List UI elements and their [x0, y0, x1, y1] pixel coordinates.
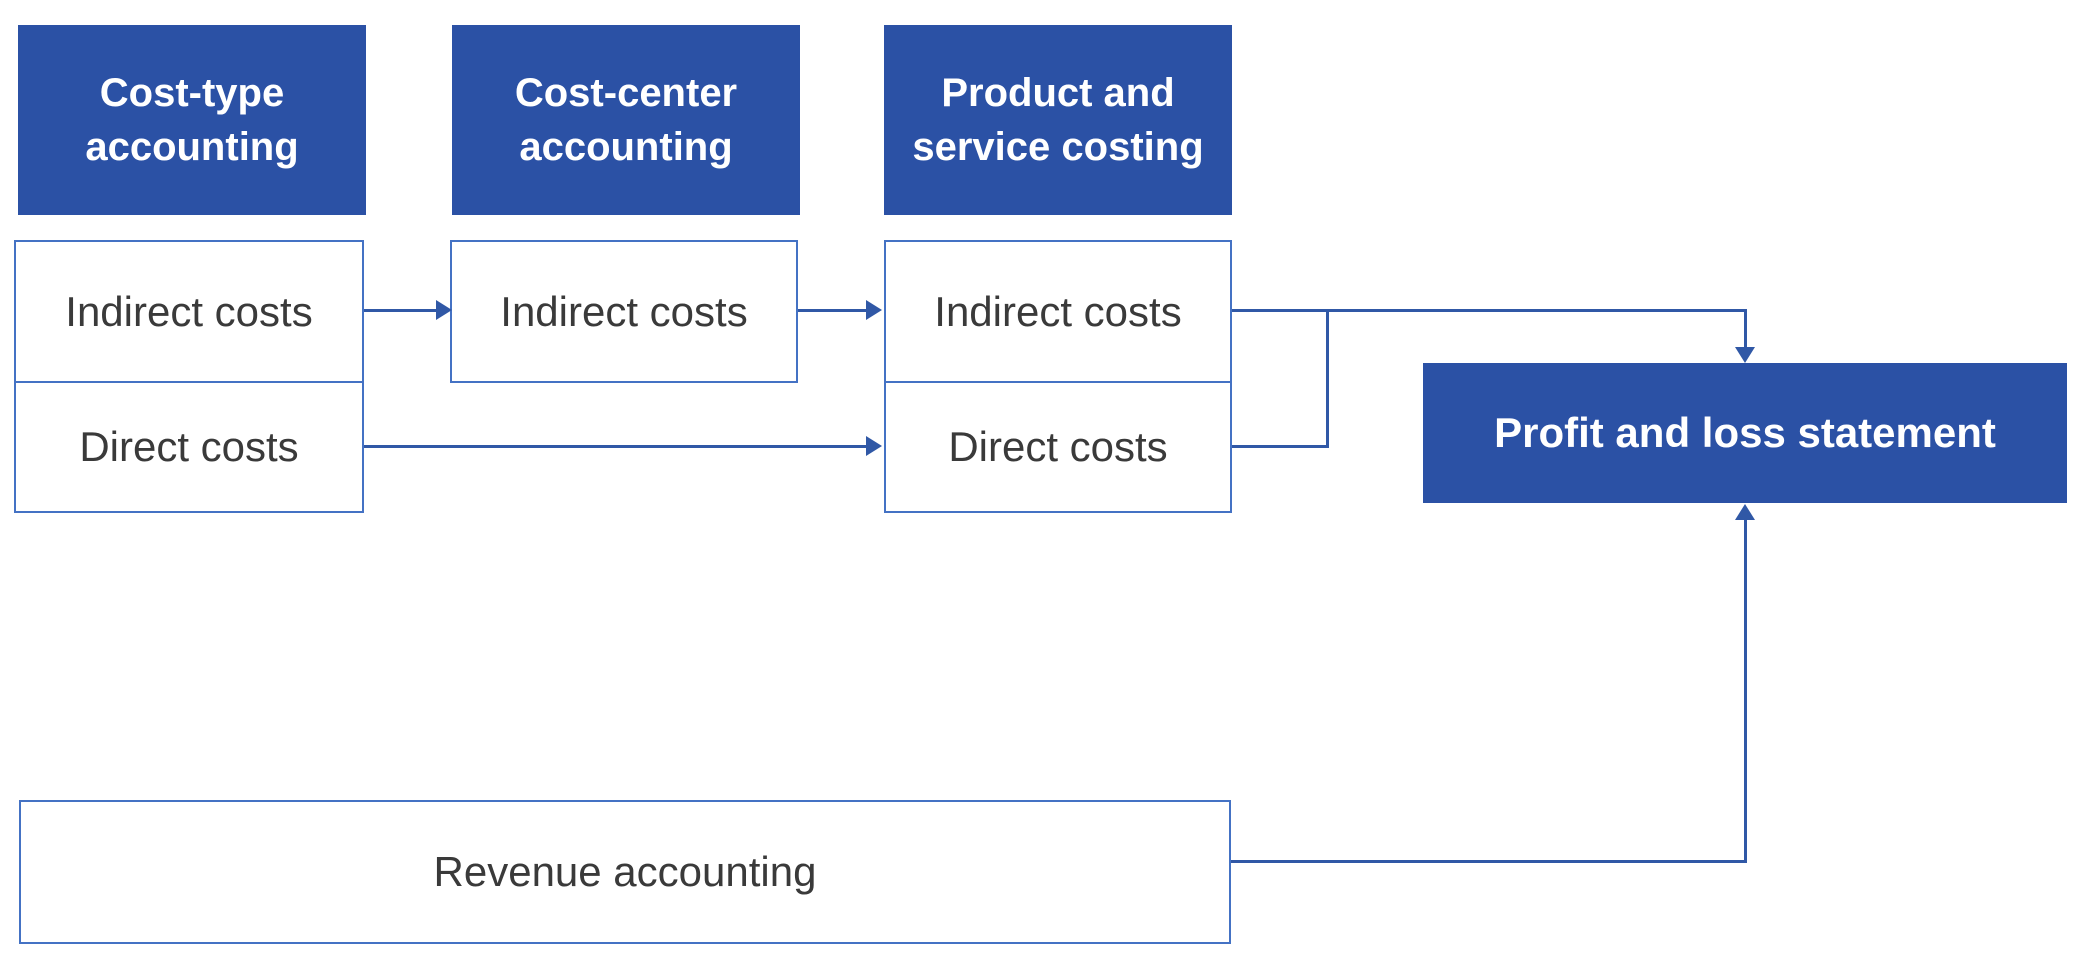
connector-direct-1-to-3 — [364, 445, 868, 448]
arrowhead-right-icon — [866, 436, 882, 456]
cost-type-indirect-costs-box: Indirect costs — [14, 240, 364, 383]
connector-revenue-horizontal — [1231, 860, 1746, 863]
arrowhead-up-icon — [1735, 504, 1755, 520]
connector-indirect-2-to-3 — [798, 309, 868, 312]
revenue-accounting-box: Revenue accounting — [19, 800, 1231, 944]
arrowhead-right-icon — [866, 300, 882, 320]
product-costing-direct-costs-box: Direct costs — [884, 381, 1232, 513]
arrowhead-down-icon — [1735, 347, 1755, 363]
header-product-service-costing: Product and service costing — [884, 25, 1232, 215]
product-costing-indirect-costs-box: Indirect costs — [884, 240, 1232, 383]
connector-direct-3-stub — [1232, 445, 1329, 448]
cost-center-indirect-costs-box: Indirect costs — [450, 240, 798, 383]
connector-indirect-3-to-pnl-horizontal — [1232, 309, 1747, 312]
connector-direct-3-merge-vertical — [1326, 309, 1329, 448]
header-cost-center-accounting: Cost-center accounting — [452, 25, 800, 215]
connector-revenue-vertical — [1744, 518, 1747, 863]
connector-into-pnl-top-vertical — [1744, 309, 1747, 349]
arrowhead-right-icon — [436, 300, 452, 320]
cost-type-direct-costs-box: Direct costs — [14, 381, 364, 513]
profit-and-loss-statement-box: Profit and loss statement — [1423, 363, 2067, 503]
connector-indirect-1-to-2 — [364, 309, 438, 312]
header-cost-type-accounting: Cost-type accounting — [18, 25, 366, 215]
